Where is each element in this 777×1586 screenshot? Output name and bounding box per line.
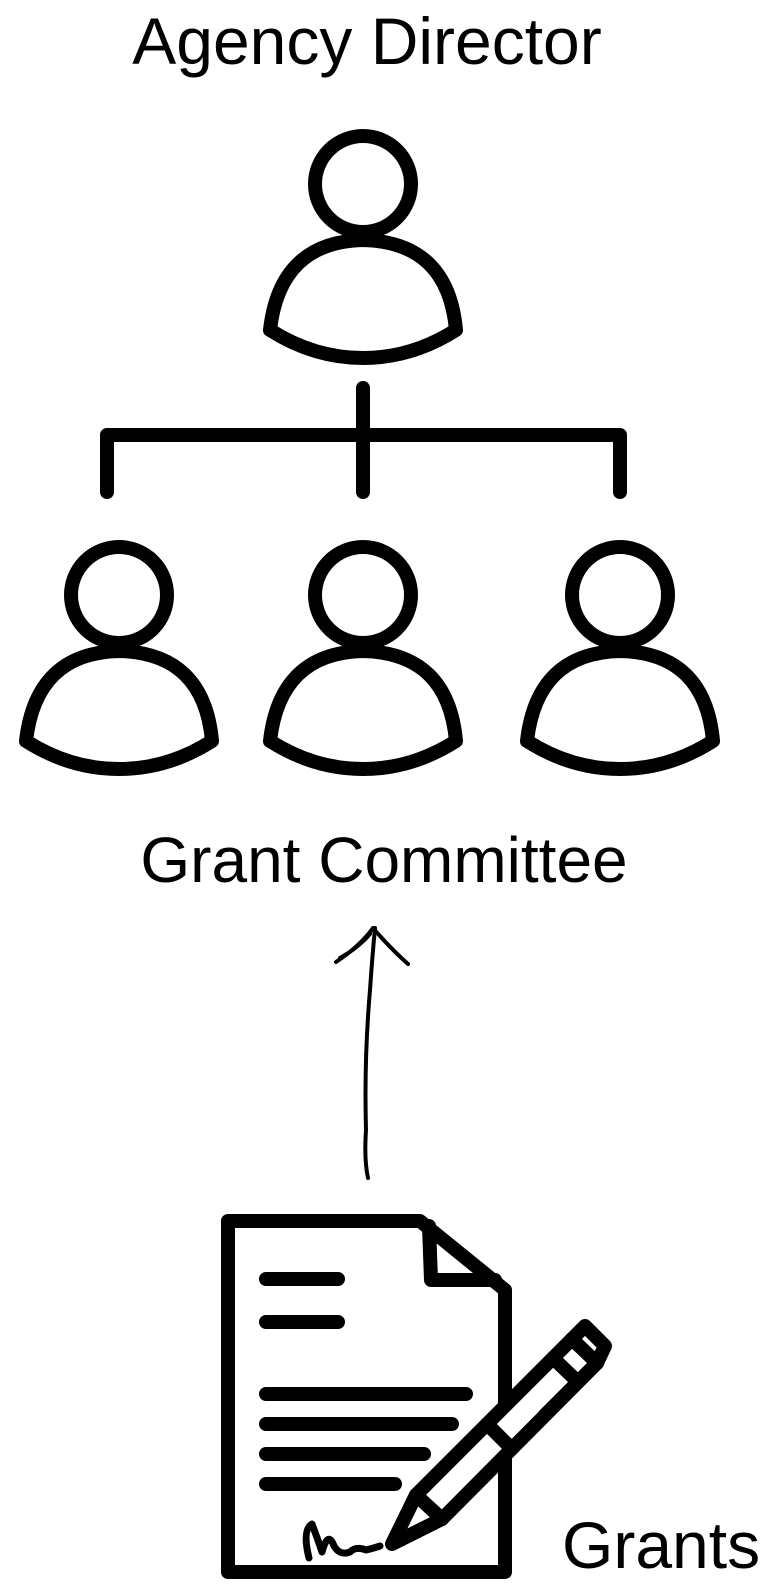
committee-person-icon-right <box>520 540 720 776</box>
committee-person-icon-left <box>19 540 219 776</box>
committee-group-icon <box>19 540 720 776</box>
grant-committee-label: Grant Committee <box>140 824 628 896</box>
document-with-pen-signature-icon <box>221 1214 612 1579</box>
org-chart-connector <box>100 381 627 499</box>
committee-person-icon-center <box>263 540 463 776</box>
director-person-icon <box>263 129 463 365</box>
grants-label: Grants <box>562 1508 761 1582</box>
hand-drawn-arrow-up-icon <box>334 926 410 1180</box>
agency-director-label: Agency Director <box>132 4 602 78</box>
